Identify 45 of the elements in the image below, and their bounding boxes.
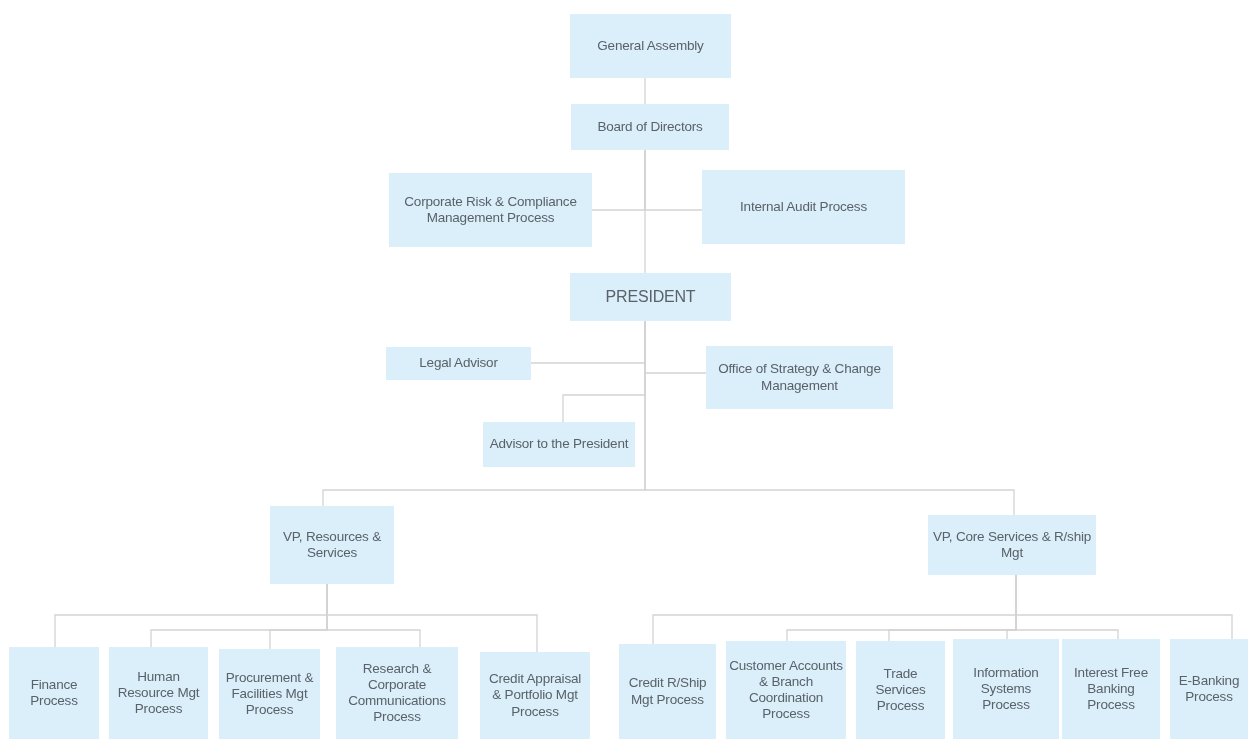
unit-name: Advisor to the President xyxy=(489,436,629,453)
org-unit-box xyxy=(336,647,458,739)
unit-name: Office of Strategy & Change Management xyxy=(717,361,882,394)
org-unit-box xyxy=(270,506,394,584)
unit-name: E-Banking Process xyxy=(1177,672,1241,706)
unit-name: VP, Resources & Services xyxy=(281,528,383,562)
connector-line xyxy=(1015,574,1233,640)
org-unit-box xyxy=(483,422,635,467)
unit-name: Human Resource Mgt Process xyxy=(116,668,201,718)
unit-name: Finance Process xyxy=(29,676,79,710)
unit-name: Corporate Risk & Compliance Management Process xyxy=(403,193,578,227)
org-unit-box xyxy=(389,173,592,247)
unit-name: Trade Services Process xyxy=(874,665,927,715)
unit-name: Interest Free Banking Process xyxy=(1073,664,1149,714)
connector-line xyxy=(644,149,646,274)
connector-line xyxy=(326,583,538,653)
org-unit-box xyxy=(953,639,1059,739)
unit-name: General Assembly xyxy=(597,37,704,55)
org-unit-box xyxy=(386,347,531,380)
org-unit-box xyxy=(619,644,716,739)
org-unit-box xyxy=(726,641,846,739)
org-unit-box xyxy=(9,647,99,739)
unit-name: Board of Directors xyxy=(597,118,703,136)
unit-name: Legal Advisor xyxy=(419,355,498,372)
unit-name: Credit Appraisal & Portfolio Mgt Process xyxy=(487,671,583,720)
unit-name: PRESIDENT xyxy=(605,287,696,307)
org-unit-box xyxy=(571,104,729,150)
org-unit-box xyxy=(856,641,945,739)
org-unit-box xyxy=(109,647,208,739)
unit-name: Information Systems Process xyxy=(972,664,1040,714)
org-unit-box xyxy=(570,14,731,78)
unit-name: VP, Core Services & R/ship Mgt xyxy=(931,528,1093,562)
org-unit-box xyxy=(1062,639,1160,739)
unit-name: Internal Audit Process xyxy=(740,198,867,216)
org-unit-box xyxy=(928,515,1096,575)
unit-name: Research & Corporate Communications Process xyxy=(347,660,447,726)
org-unit-box xyxy=(1170,639,1248,739)
org-unit-box xyxy=(219,649,320,739)
org-unit-box xyxy=(702,170,905,244)
org-unit-box xyxy=(570,273,731,321)
org-unit-box xyxy=(706,346,893,409)
unit-name: Customer Accounts & Branch Coordination Process xyxy=(729,657,843,723)
unit-name: Procurement & Facilities Mgt Process xyxy=(224,669,315,719)
org-unit-box xyxy=(480,652,590,739)
unit-name: Credit R/Ship Mgt Process xyxy=(627,675,708,708)
